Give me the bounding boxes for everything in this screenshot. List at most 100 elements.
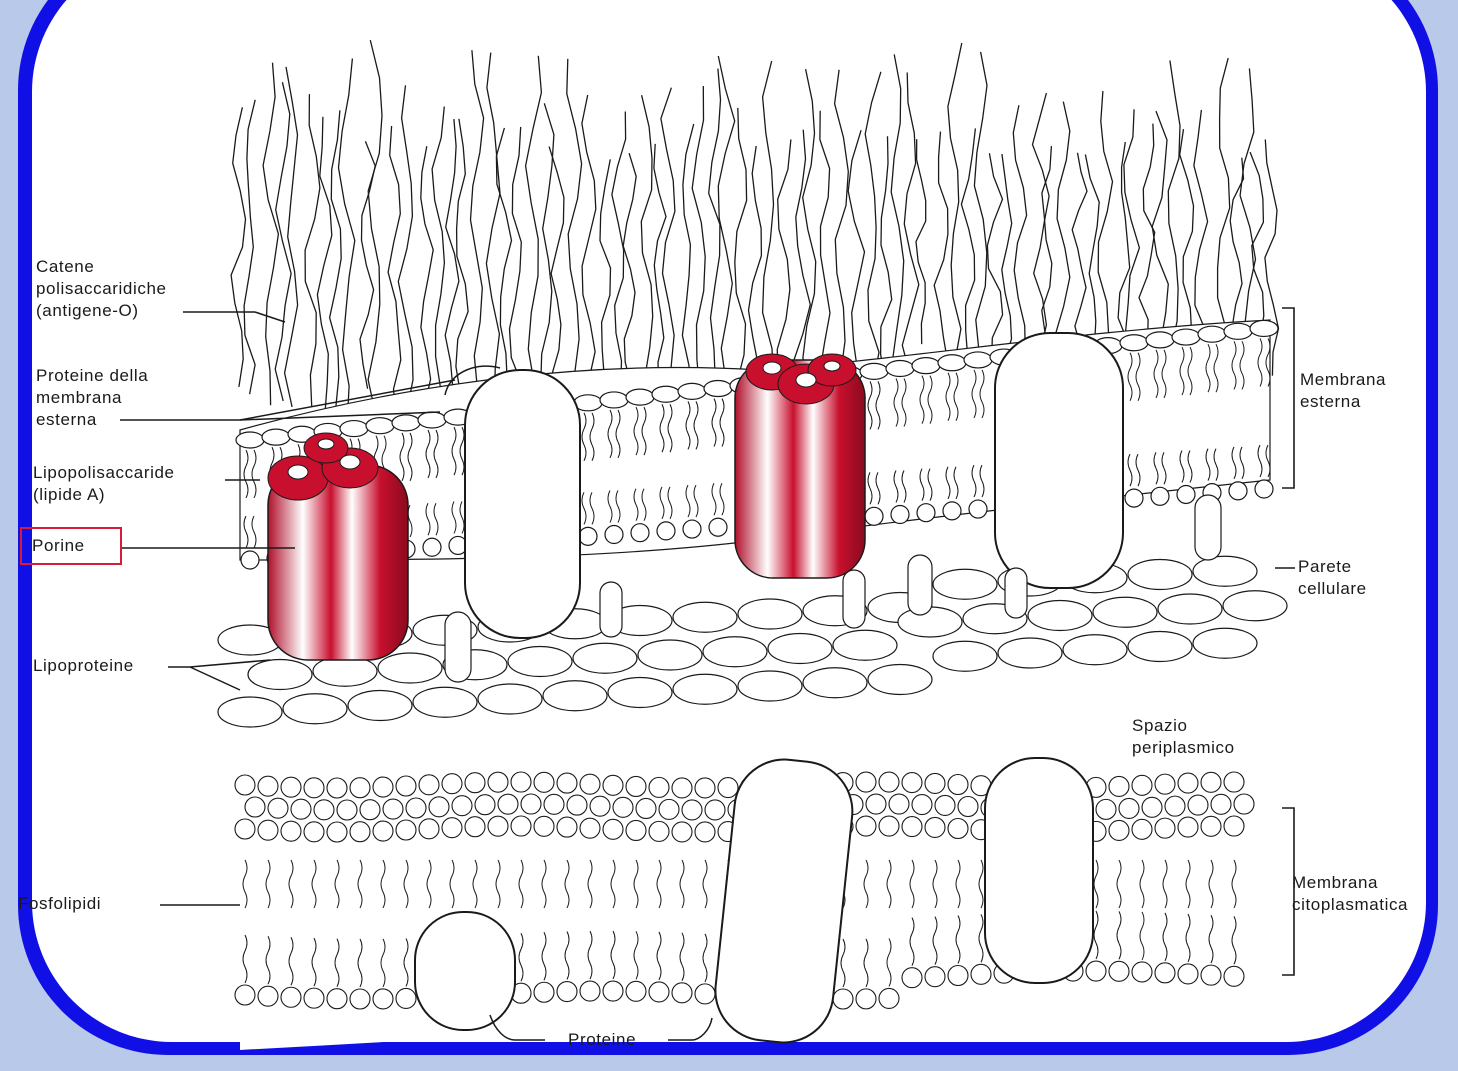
- phospholipid-head: [1229, 482, 1247, 500]
- peptidoglycan-unit: [1028, 601, 1092, 631]
- peptidoglycan-unit: [768, 634, 832, 664]
- phospholipid-head: [833, 989, 853, 1009]
- phospholipid-head: [258, 986, 278, 1006]
- phospholipid-head: [1155, 818, 1175, 838]
- phospholipid-head: [718, 778, 738, 798]
- phospholipid-head: [1155, 963, 1175, 983]
- phospholipid-head: [912, 795, 932, 815]
- peptidoglycan-unit: [703, 637, 767, 667]
- phospholipid-head: [1224, 772, 1244, 792]
- lps-head: [340, 421, 368, 437]
- phospholipid-head: [452, 796, 472, 816]
- phospholipid-head: [1132, 962, 1152, 982]
- peptidoglycan-unit: [738, 671, 802, 701]
- lps-head: [392, 415, 420, 431]
- phospholipid-head: [304, 822, 324, 842]
- phospholipid-head: [1177, 485, 1195, 503]
- phospholipid-head: [1119, 798, 1139, 818]
- phospholipid-head: [557, 773, 577, 793]
- phospholipid-head: [498, 794, 518, 814]
- phospholipid-head: [1132, 775, 1152, 795]
- phospholipid-head: [241, 551, 259, 569]
- phospholipid-head: [605, 526, 623, 544]
- phospholipid-head: [429, 797, 449, 817]
- phospholipid-head: [590, 796, 610, 816]
- label-spazio-periplasmico: Spazioperiplasmico: [1132, 715, 1235, 759]
- peptidoglycan-unit: [673, 674, 737, 704]
- phospholipid-head: [396, 820, 416, 840]
- phospholipid-head: [1234, 794, 1254, 814]
- phospholipid-head: [1188, 795, 1208, 815]
- phospholipid-head: [709, 518, 727, 536]
- phospholipid-head: [465, 773, 485, 793]
- peptidoglycan-unit: [378, 653, 442, 683]
- phospholipid-head: [948, 775, 968, 795]
- phospholipid-head: [327, 989, 347, 1009]
- phospholipid-head: [889, 794, 909, 814]
- phospholipid-head: [373, 989, 393, 1009]
- peptidoglycan-unit: [1128, 560, 1192, 590]
- phospholipid-head: [281, 987, 301, 1007]
- phospholipid-head: [327, 778, 347, 798]
- peptidoglycan-unit: [1193, 556, 1257, 586]
- phospholipid-head: [917, 504, 935, 522]
- phospholipid-head: [423, 538, 441, 556]
- phospholipid-head: [1201, 816, 1221, 836]
- lps-head: [964, 352, 992, 368]
- phospholipid-head: [902, 817, 922, 837]
- phospholipid-head: [245, 797, 265, 817]
- phospholipid-head: [649, 821, 669, 841]
- phospholipid-head: [695, 778, 715, 798]
- phospholipid-head: [1151, 487, 1169, 505]
- phospholipid-head: [971, 964, 991, 984]
- phospholipid-head: [350, 778, 370, 798]
- phospholipid-head: [1201, 965, 1221, 985]
- phospholipid-head: [383, 799, 403, 819]
- phospholipid-head: [631, 524, 649, 542]
- phospholipid-head: [314, 800, 334, 820]
- peptidoglycan-unit: [218, 697, 282, 727]
- phospholipid-head: [557, 982, 577, 1002]
- lps-head: [236, 432, 264, 448]
- lps-head: [1198, 326, 1226, 342]
- phospholipid-head: [1165, 796, 1185, 816]
- phospholipid-head: [902, 968, 922, 988]
- peptidoglycan-unit: [283, 694, 347, 724]
- phospholipid-head: [1155, 774, 1175, 794]
- phospholipid-head: [475, 795, 495, 815]
- phospholipid-head: [350, 989, 370, 1009]
- peptidoglycan-unit: [803, 668, 867, 698]
- phospholipid-head: [488, 772, 508, 792]
- phospholipid-head: [580, 981, 600, 1001]
- label-fosfolipidi: Fosfolipidi: [18, 893, 101, 915]
- peptidoglycan-unit: [478, 684, 542, 714]
- lps-head: [600, 392, 628, 408]
- phospholipid-head: [337, 800, 357, 820]
- phospholipid-head: [682, 800, 702, 820]
- phospholipid-head: [1178, 817, 1198, 837]
- phospholipid-head: [304, 988, 324, 1008]
- phospholipid-head: [672, 778, 692, 798]
- phospholipid-head: [396, 776, 416, 796]
- peptidoglycan-unit: [573, 643, 637, 673]
- phospholipid-head: [291, 799, 311, 819]
- phospholipid-head: [557, 817, 577, 837]
- label-proteine: Proteine: [568, 1029, 636, 1051]
- phospholipid-head: [419, 819, 439, 839]
- phospholipid-head: [258, 776, 278, 796]
- phospholipid-head: [695, 822, 715, 842]
- phospholipid-head: [1142, 797, 1162, 817]
- phospholipid-head: [465, 817, 485, 837]
- lps-head: [678, 383, 706, 399]
- lps-head: [938, 355, 966, 371]
- phospholipid-head: [925, 773, 945, 793]
- phospholipid-head: [327, 822, 347, 842]
- phospholipid-head: [705, 800, 725, 820]
- phospholipid-head: [360, 800, 380, 820]
- phospholipid-head: [636, 798, 656, 818]
- peptidoglycan-unit: [868, 665, 932, 695]
- phospholipid-head: [603, 819, 623, 839]
- lps-head: [1250, 320, 1278, 336]
